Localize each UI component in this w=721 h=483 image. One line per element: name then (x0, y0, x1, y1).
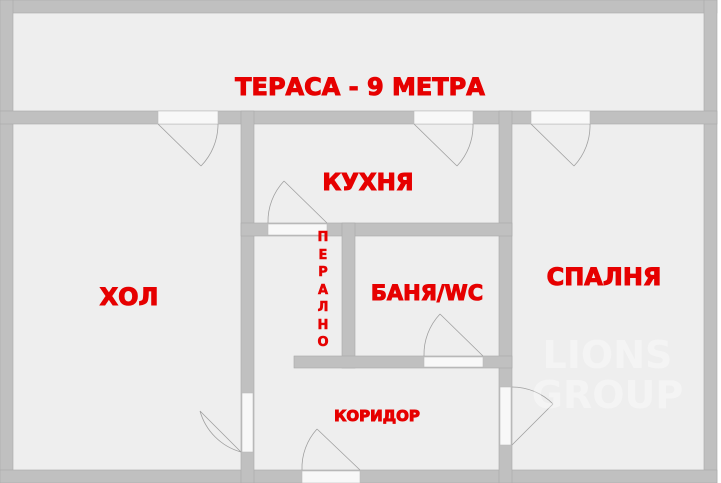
room-label-bedroom: СПАЛНЯ (546, 263, 662, 292)
room-label-bathroom: БАНЯ/WC (370, 281, 484, 306)
door-swings (157, 123, 591, 471)
laundry-wall (341, 222, 356, 369)
room-label-kitchen: КУХНЯ (322, 170, 414, 197)
room-label-corridor: КОРИДОР (334, 407, 421, 426)
watermark-logo: LIONS GROUP (531, 333, 684, 417)
outer-wall-right (703, 0, 718, 483)
outer-wall-top (0, 0, 718, 14)
terrace-wall (0, 110, 718, 125)
room-label-laundry: ПЕРАЛНО (317, 230, 329, 350)
outer-wall-left (0, 0, 14, 483)
door-openings (157, 110, 591, 483)
room-label-hall: ХОЛ (99, 283, 159, 312)
hall-corridor-wall (240, 110, 255, 483)
room-label-terrace: ТЕРАСА - 9 МЕТРА (235, 73, 486, 102)
